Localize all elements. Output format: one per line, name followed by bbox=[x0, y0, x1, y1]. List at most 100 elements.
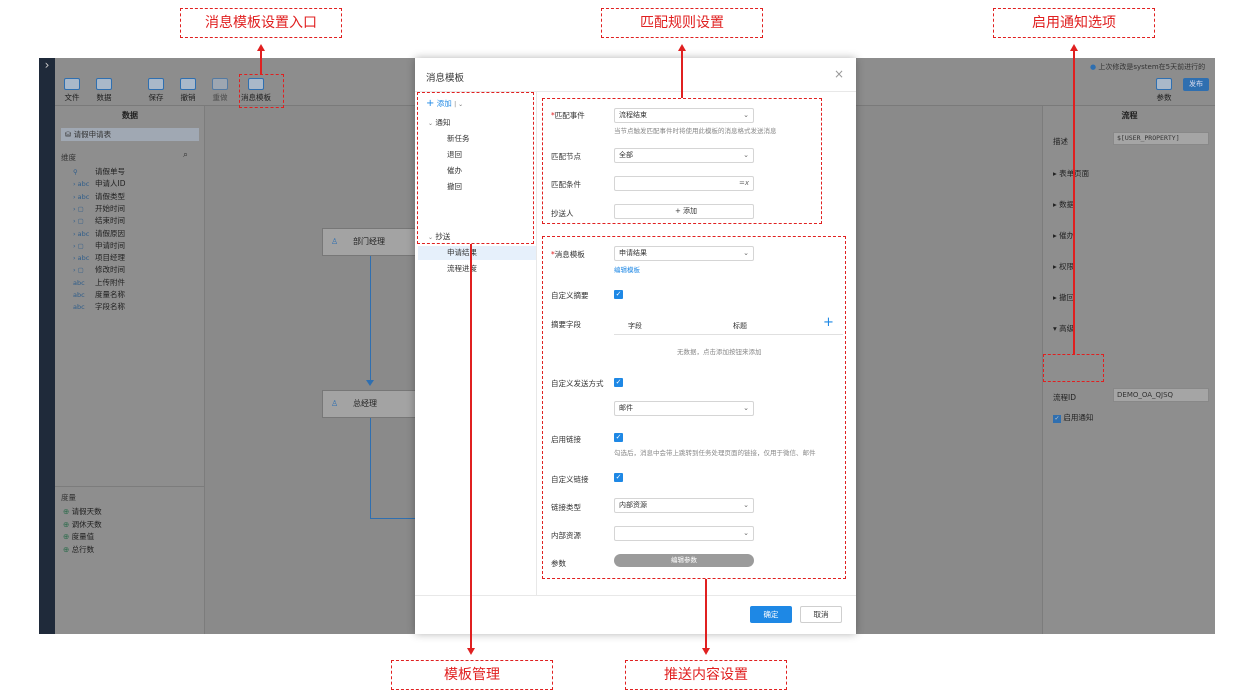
process-section[interactable]: ▸ 表单页面 bbox=[1053, 168, 1089, 179]
measure-item[interactable]: ⊕ 总行数 bbox=[63, 544, 94, 555]
database-icon bbox=[96, 78, 112, 90]
field-type-icon: › ▢ bbox=[73, 241, 84, 250]
tree-item-notify[interactable]: 撤回 bbox=[447, 182, 462, 191]
measure-item-label: 总行数 bbox=[71, 544, 95, 554]
tree-item-cc-result[interactable]: 申请结果 bbox=[418, 246, 536, 260]
cancel-button[interactable]: 取消 bbox=[800, 606, 842, 623]
process-section[interactable]: ▾ 高级 bbox=[1053, 323, 1074, 334]
process-section[interactable]: ▸ 数据 bbox=[1053, 199, 1074, 210]
dimension-item[interactable]: › ▢结束时间 bbox=[73, 215, 125, 226]
search-icon[interactable]: ⌕ bbox=[183, 150, 189, 160]
field-type-icon: › ▢ bbox=[73, 217, 84, 226]
link-type-select[interactable]: 内部资源⌄ bbox=[614, 498, 754, 513]
tree-group-cc[interactable]: ⌄ 抄送 bbox=[428, 232, 451, 241]
dimension-item-label: 请假类型 bbox=[95, 191, 125, 201]
tree-item-notify[interactable]: 退回 bbox=[447, 150, 462, 159]
checkbox-icon: ✓ bbox=[1053, 415, 1061, 423]
dimension-item[interactable]: › ▢开始时间 bbox=[73, 203, 125, 214]
dimension-item-label: 申请时间 bbox=[95, 240, 125, 250]
process-section[interactable]: ▸ 撤回 bbox=[1053, 292, 1074, 303]
desc-field[interactable]: $[USER_PROPERTY] bbox=[1113, 132, 1209, 145]
dimension-item-label: 请假原因 bbox=[95, 228, 125, 238]
measure-item[interactable]: ⊕ 请假天数 bbox=[63, 506, 102, 517]
dimension-item-label: 度量名称 bbox=[95, 290, 125, 299]
info-icon: ● bbox=[1090, 63, 1097, 71]
msg-template-select[interactable]: 申请结果⌄ bbox=[614, 246, 754, 261]
tree-item-notify[interactable]: 催办 bbox=[447, 166, 462, 175]
data-button[interactable]: 数据 bbox=[91, 78, 117, 103]
redo-button[interactable]: 重做 bbox=[207, 78, 233, 103]
flow-id-field[interactable]: DEMO_OA_QJSQ bbox=[1113, 388, 1209, 402]
publish-button[interactable]: 发布 bbox=[1183, 78, 1209, 91]
close-icon[interactable]: × bbox=[833, 67, 844, 81]
match-cond-input[interactable]: =x bbox=[614, 176, 754, 191]
edit-params-button[interactable]: 编辑参数 bbox=[614, 554, 754, 567]
flow-node-dept-manager[interactable]: ♙部门经理 bbox=[322, 228, 418, 256]
collapse-sidebar-button[interactable]: › bbox=[39, 58, 55, 634]
tree-item-notify[interactable]: 新任务 bbox=[447, 134, 470, 143]
caret-right-icon: ▸ bbox=[1053, 169, 1060, 178]
add-template-button[interactable]: + 添加 | ⌄ bbox=[426, 98, 464, 109]
send-method-select[interactable]: 邮件⌄ bbox=[614, 401, 754, 416]
add-summary-button[interactable]: + bbox=[823, 315, 834, 330]
callout-template-mgmt: 模板管理 bbox=[391, 660, 553, 690]
dimension-label: 维度 bbox=[61, 153, 76, 162]
user-icon: ♙ bbox=[331, 237, 339, 246]
measure-item[interactable]: ⊕ 调休天数 bbox=[63, 519, 102, 530]
custom-summary-checkbox[interactable]: ✓ bbox=[614, 290, 623, 299]
match-node-select[interactable]: 全部⌄ bbox=[614, 148, 754, 163]
file-button[interactable]: 文件 bbox=[59, 78, 85, 103]
plus-icon: + bbox=[674, 207, 681, 215]
custom-link-checkbox[interactable]: ✓ bbox=[614, 473, 623, 482]
measure-item[interactable]: ⊕ 度量值 bbox=[63, 531, 94, 542]
table-divider bbox=[614, 334, 843, 335]
internal-res-select[interactable]: ⌄ bbox=[614, 526, 754, 541]
dialog-header: 消息模板 × bbox=[415, 58, 856, 92]
edit-template-link[interactable]: 编辑模板 bbox=[614, 266, 640, 274]
tree-item-cc-progress[interactable]: 流程进度 bbox=[447, 264, 477, 273]
cc-add-button[interactable]: + 添加 bbox=[614, 204, 754, 219]
match-event-select[interactable]: 流程结束⌄ bbox=[614, 108, 754, 123]
dimension-item[interactable]: ⚲请假单号 bbox=[73, 166, 125, 177]
dimension-item[interactable]: › abc 请假原因 bbox=[73, 228, 125, 239]
summary-empty-text: 无数据，点击添加按钮来添加 bbox=[677, 348, 762, 356]
undo-button[interactable]: 撤销 bbox=[175, 78, 201, 103]
table-item[interactable]: ⛁ 请假申请表 bbox=[61, 128, 199, 141]
match-node-label: 匹配节点 bbox=[551, 152, 581, 161]
menu-icon bbox=[64, 78, 80, 90]
chevron-down-icon: ⌄ bbox=[743, 249, 749, 257]
formula-icon[interactable]: =x bbox=[738, 179, 749, 187]
process-section[interactable]: ▸ 权限 bbox=[1053, 261, 1074, 272]
process-section[interactable]: ▸ 催办 bbox=[1053, 230, 1074, 241]
last-modified-status: ● 上次修改是system在5天前进行的 bbox=[1090, 63, 1206, 71]
enable-link-hint: 勾选后，消息中会带上跳转到任务处理页面的链接，仅用于微信、邮件 bbox=[614, 449, 816, 457]
field-type-icon: › abc bbox=[73, 180, 90, 189]
dimension-item-label: 修改时间 bbox=[95, 265, 125, 275]
chevron-down-icon: | ⌄ bbox=[454, 101, 464, 108]
enable-link-checkbox[interactable]: ✓ bbox=[614, 433, 623, 442]
plus-icon: + bbox=[426, 98, 435, 109]
dimension-item[interactable]: › ▢ 申请时间 bbox=[73, 240, 125, 251]
params-button[interactable]: 参数 bbox=[1151, 78, 1177, 103]
process-section-label: 数据 bbox=[1059, 200, 1075, 209]
enable-notify-checkbox[interactable]: ✓ 启用通知 bbox=[1053, 413, 1094, 423]
match-cond-label: 匹配条件 bbox=[551, 180, 581, 189]
msg-template-button[interactable]: 消息模板 bbox=[237, 78, 275, 103]
data-panel-title: 数据 bbox=[122, 111, 138, 120]
save-button[interactable]: 保存 bbox=[143, 78, 169, 103]
custom-send-checkbox[interactable]: ✓ bbox=[614, 378, 623, 387]
field-type-icon: › ▢ bbox=[73, 266, 84, 275]
tree-group-notify[interactable]: ⌄ 通知 bbox=[428, 118, 451, 127]
dimension-item[interactable]: › ▢ 修改时间 bbox=[73, 264, 125, 275]
flow-node-general-manager[interactable]: ♙总经理 bbox=[322, 390, 418, 418]
field-type-icon: › abc bbox=[73, 229, 90, 238]
flow-connector bbox=[370, 418, 371, 518]
chevron-down-icon: ⌄ bbox=[743, 404, 749, 412]
ok-button[interactable]: 确定 bbox=[750, 606, 792, 623]
